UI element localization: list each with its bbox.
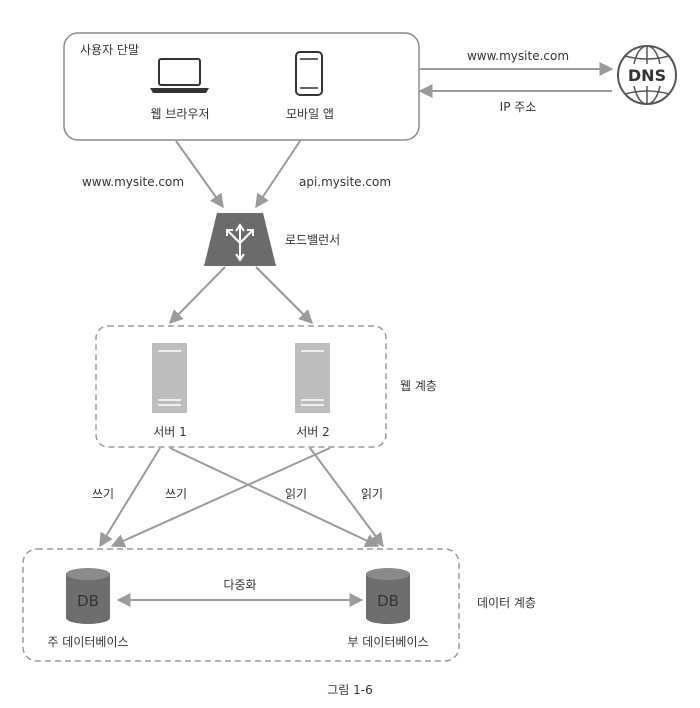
server1-write-arrow [99,447,161,548]
server-icon [295,343,330,413]
replication-label: 다중화 [223,578,256,592]
api-domain-label: api.mysite.com [299,175,391,189]
api-domain-arrow [255,140,301,209]
web-browser-label: 웹 브라우저 [150,107,209,121]
write-label-1: 쓰기 [92,487,114,501]
slave-db-label: 부 데이터베이스 [347,635,428,649]
web-tier-label: 웹 계층 [400,379,437,393]
figure-caption: 그림 1-6 [327,683,373,697]
data-tier-label: 데이터 계층 [477,596,536,610]
web-domain-label: www.mysite.com [82,175,184,189]
web-domain-arrow [175,140,224,209]
read-label-1: 읽기 [285,487,307,501]
server1-read-arrow [169,447,380,547]
server1-label: 서버 1 [153,425,187,439]
load-balancer-icon [204,213,276,266]
client-title: 사용자 단말 [80,43,139,57]
server2-label: 서버 2 [296,425,330,439]
server2-read-arrow [309,447,384,548]
database-icon: DB [66,568,110,624]
data-tier-box [22,548,460,662]
dns-response-label: IP 주소 [500,100,537,114]
dns-request-label: www.mysite.com [467,49,569,63]
write-label-2: 쓰기 [165,487,187,501]
server-icon [152,343,187,413]
dns-label: DNS [628,66,666,85]
master-db-icon-text: DB [77,592,99,610]
laptop-icon [150,58,209,93]
mobile-phone-icon [295,51,323,96]
dns-globe-icon: DNS [617,45,677,105]
load-balancer-label: 로드밸런서 [285,233,340,247]
lb-to-server1-arrow [169,266,226,324]
mobile-app-label: 모바일 앱 [286,107,334,121]
server2-write-arrow [110,447,331,548]
lb-to-server2-arrow [255,266,313,324]
read-label-2: 읽기 [361,487,383,501]
slave-db-icon-text: DB [377,592,399,610]
web-tier-box [95,325,387,448]
database-icon: DB [366,568,410,624]
master-db-label: 주 데이터베이스 [47,635,128,649]
